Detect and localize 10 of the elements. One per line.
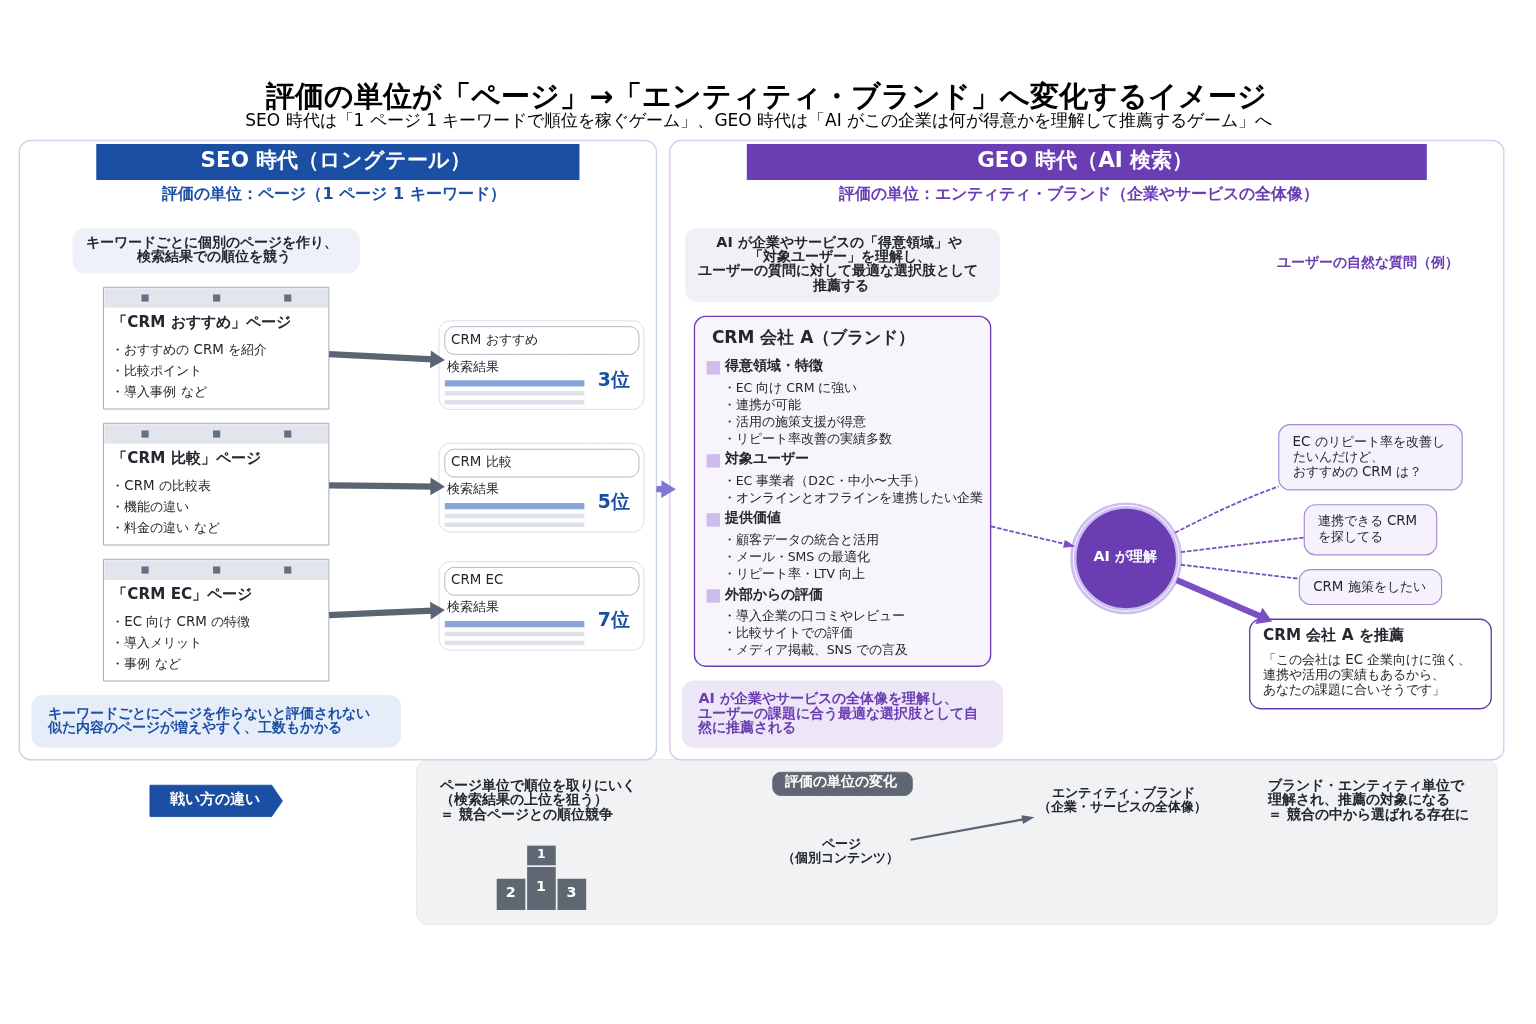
label: 1 xyxy=(536,845,546,861)
label: 3 xyxy=(566,883,577,900)
diagram-title: 評価の単位が「ページ」→「エンティティ・ブランド」へ変化するイメージ xyxy=(266,78,1268,113)
node-text: エンティティ・ブランド（企業・サービスの全体像） xyxy=(1038,784,1208,814)
label: ブランド・エンティティ単位で理解され、推薦の対象になる＝ 競合の中から選ばれる存在に xyxy=(1267,776,1469,822)
label: 2 xyxy=(505,883,516,900)
label: ユーザーの自然な質問（例） xyxy=(1277,253,1460,270)
node-text: ページ（個別コンテンツ） xyxy=(781,835,899,865)
label: ページ単位で順位を取りにいく（検索結果の上位を狙う）＝ 競合ページとの順位競争 xyxy=(440,776,637,822)
label: 1 xyxy=(536,877,547,894)
